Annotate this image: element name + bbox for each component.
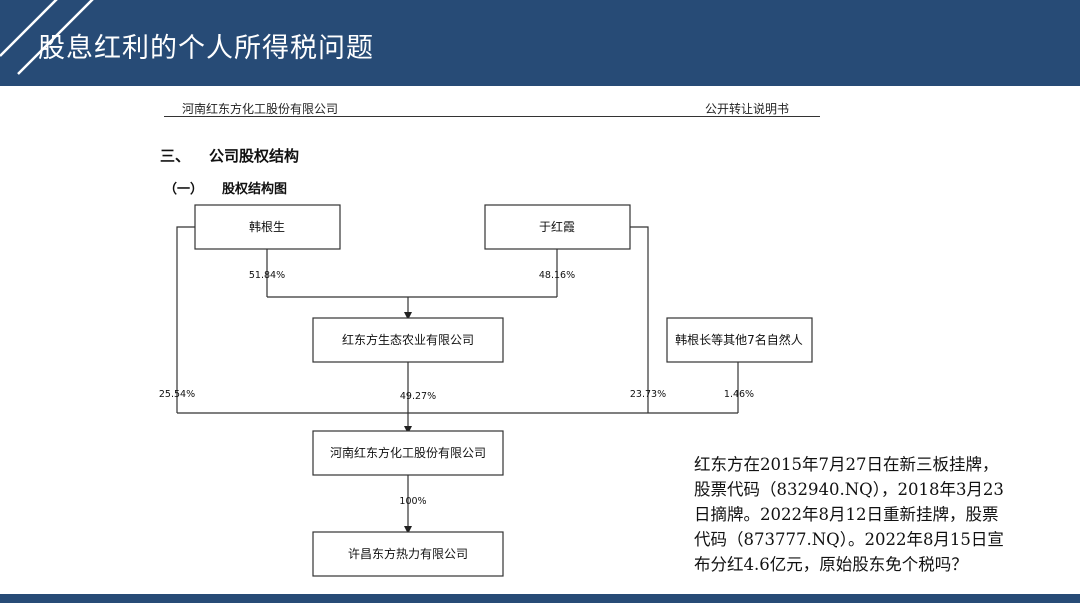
subsection-number: （一）: [164, 182, 204, 197]
line-han-direct: [176, 226, 195, 413]
node-label: 于红霞: [539, 219, 575, 234]
node-label: 韩根长等其他7名自然人: [675, 332, 803, 347]
note-line: 日摘牌。2022年8月12日重新挂牌，股票: [694, 505, 999, 524]
pct-eco-to-henan: 49.27%: [400, 391, 436, 402]
slide-header: 股息红利的个人所得税问题: [0, 0, 1080, 86]
pct-yu-to-eco: 48.16%: [539, 270, 575, 281]
node-xuchang-thermal: 许昌东方热力有限公司: [312, 531, 504, 577]
section-number: 三、: [160, 147, 191, 165]
node-han-gensheng: 韩根生: [194, 204, 341, 250]
slide-footer-bar: [0, 594, 1080, 603]
node-label: 许昌东方热力有限公司: [348, 546, 468, 561]
note-text-block: 红东方在2015年7月27日在新三板挂牌， 股票代码（832940.NQ），20…: [694, 452, 1054, 577]
document-company-name: 河南红东方化工股份有限公司: [182, 102, 339, 116]
pct-henan-to-xuchang: 100%: [399, 496, 426, 507]
note-line: 红东方在2015年7月27日在新三板挂牌，: [694, 455, 999, 474]
node-label: 红东方生态农业有限公司: [342, 332, 474, 347]
slide-title: 股息红利的个人所得税问题: [38, 33, 374, 64]
pct-others-direct: 1.46%: [724, 389, 754, 400]
line-yu-direct: [630, 226, 649, 413]
pct-yu-direct: 23.73%: [630, 389, 666, 400]
header-decoration-lines: [0, 0, 94, 75]
note-line: 布分红4.6亿元，原始股东免个税吗？: [694, 555, 968, 574]
document-type: 公开转让说明书: [705, 102, 790, 116]
node-label: 河南红东方化工股份有限公司: [330, 445, 486, 460]
section-title: 公司股权结构: [209, 147, 300, 165]
pct-han-direct: 25.54%: [159, 389, 195, 400]
node-label: 韩根生: [249, 219, 285, 234]
connector-lines: [176, 226, 739, 534]
node-others: 韩根长等其他7名自然人: [666, 317, 813, 363]
note-line: 股票代码（832940.NQ），2018年3月23: [694, 480, 1004, 499]
node-hongdongfang-eco: 红东方生态农业有限公司: [312, 317, 504, 363]
subsection-title: 股权结构图: [222, 182, 288, 197]
node-yu-hongxia: 于红霞: [484, 204, 631, 250]
note-line: 代码（873777.NQ）。2022年8月15日宣: [694, 530, 1004, 549]
document-header-rule: [164, 116, 820, 117]
pct-han-to-eco: 51.84%: [249, 270, 285, 281]
node-henan-hongdongfang: 河南红东方化工股份有限公司: [312, 430, 504, 476]
